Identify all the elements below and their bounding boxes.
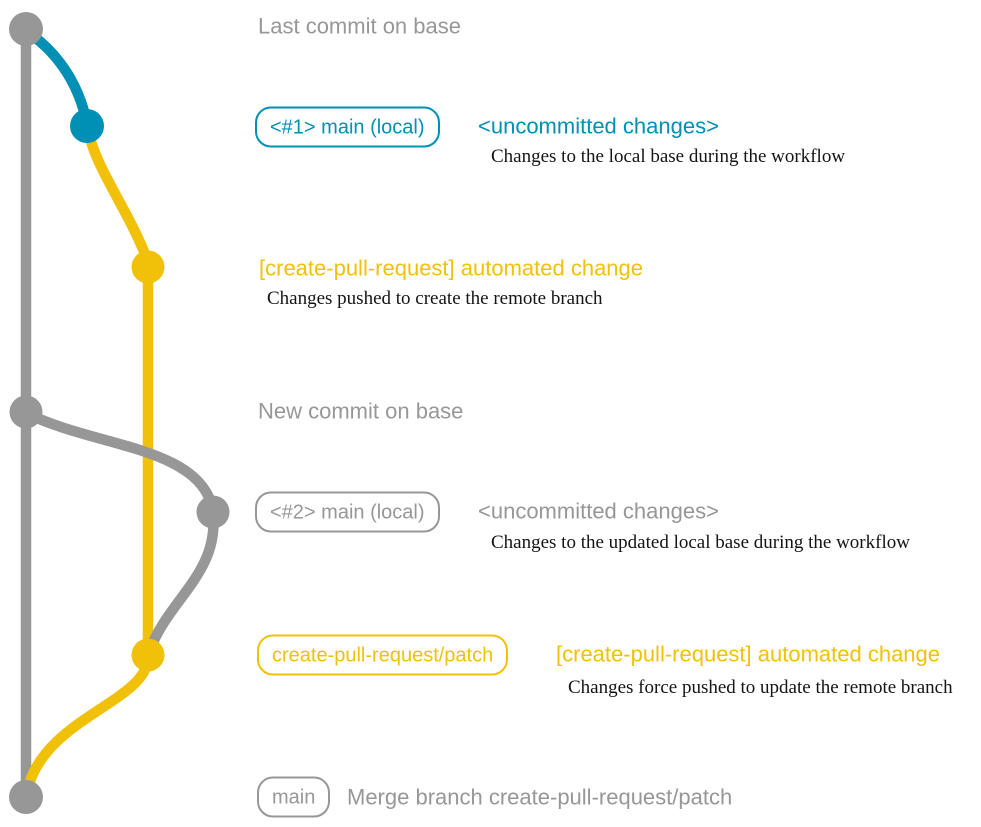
branch-badge-patch: create-pull-request/patch [257,634,509,676]
branch-badge-main: main [257,776,331,818]
commit-dot-new-base [9,395,43,429]
branch-badge-main-local-1: <#1> main (local) [255,106,440,148]
branch-badge-main-local-2: <#2> main (local) [255,491,440,533]
commit-label-new-base: New commit on base [258,398,464,424]
commit-dot-main-local-2 [196,495,230,529]
commit-message-automated-change-2: [create-pull-request] automated change [556,641,941,667]
branch-curve-local2-to-patch [145,513,219,652]
annotation-updated-local-base-changes: Changes to the updated local base during… [491,532,910,553]
branch-curve-base-to-local2 [23,408,218,508]
commit-dot-merge [9,780,43,814]
commit-dot-last-base [9,12,43,46]
commit-message-automated-change-1: [create-pull-request] automated change [259,255,644,281]
annotation-force-push-update-branch: Changes force pushed to update the remot… [568,677,953,698]
commit-dot-main-local-1 [70,109,104,143]
commit-dot-patch-2 [131,638,165,672]
annotation-push-create-branch: Changes pushed to create the remote bran… [267,288,603,309]
commit-message-merge: Merge branch create-pull-request/patch [347,784,733,810]
branch-curve-patch-out [82,128,153,264]
commit-label-last-base: Last commit on base [258,13,461,39]
commit-message-uncommitted-1: <uncommitted changes> [478,113,719,139]
commit-message-uncommitted-2: <uncommitted changes> [478,498,719,524]
git-graph [9,12,230,814]
branch-curve-patch-merge [21,656,154,794]
annotation-local-base-changes: Changes to the local base during the wor… [491,146,846,167]
commit-dot-patch-1 [131,250,165,284]
branch-curve-main-local-out [23,26,93,126]
